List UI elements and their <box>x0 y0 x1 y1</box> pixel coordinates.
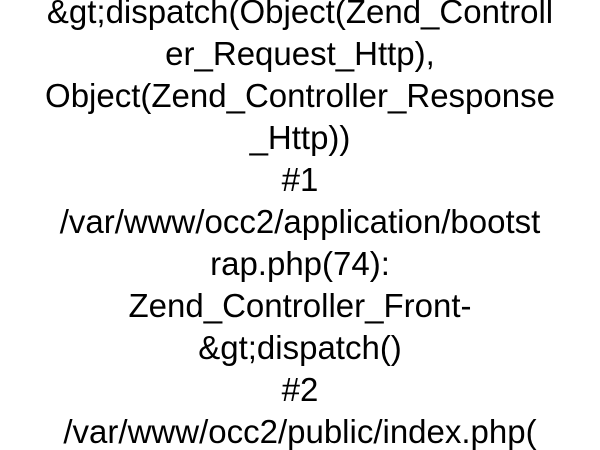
trace-line: &gt;dispatch(Object(Zend_Controll <box>46 0 554 30</box>
trace-line: Zend_Controller_Front- <box>128 287 472 324</box>
trace-line: /var/www/occ2/public/index.php( <box>63 413 537 450</box>
trace-line: rap.php(74): <box>210 245 390 282</box>
trace-line: #2 <box>281 371 319 408</box>
trace-line: Object(Zend_Controller_Response <box>45 77 555 114</box>
trace-line: &gt;dispatch() <box>198 329 402 366</box>
trace-line: #1 <box>281 161 319 198</box>
trace-line: /var/www/occ2/application/bootst <box>59 203 541 240</box>
trace-line: _Http)) <box>249 119 351 156</box>
trace-line: er_Request_Http), <box>165 35 435 72</box>
